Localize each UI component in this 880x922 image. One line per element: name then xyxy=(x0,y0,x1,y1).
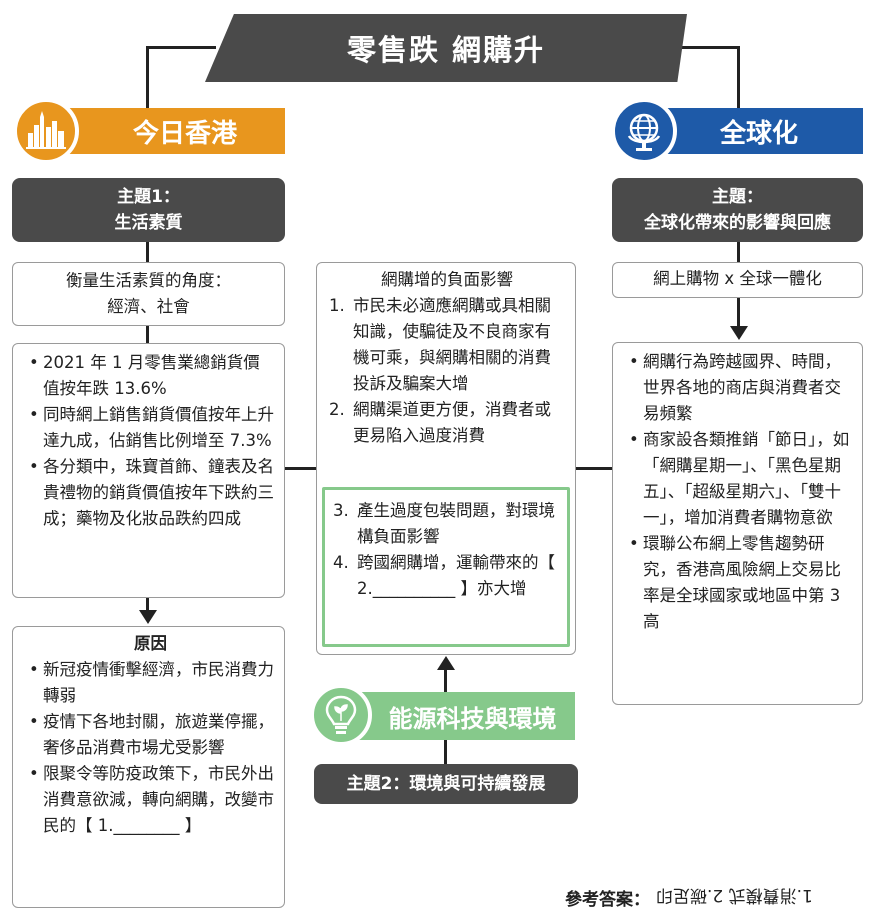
global-theme-line1: 主題： xyxy=(712,187,763,207)
answer-line: 參考答案： 1.消費模式 2.碳足印 xyxy=(565,885,875,911)
connector-right-vertical xyxy=(737,46,740,110)
hk-angle-box: 衡量生活素質的角度： 經濟、社會 xyxy=(12,262,285,326)
hk-theme-line1: 主題1： xyxy=(117,187,180,207)
connector-hk-theme-angle xyxy=(146,242,149,264)
item-number: 1. xyxy=(329,296,345,315)
env-header: 能源科技與環境 xyxy=(340,692,575,740)
connector-gl-theme-sub xyxy=(737,242,740,264)
global-theme-box: 主題： 全球化帶來的影響與回應 xyxy=(612,178,863,242)
answer-label: 參考答案： xyxy=(565,890,650,910)
global-sub-label: 網上購物 x 全球一體化 xyxy=(653,269,822,288)
env-header-label: 能源科技與環境 xyxy=(388,704,557,733)
item-text: 產生過度包裝問題，對環境構負面影響 xyxy=(357,501,555,546)
hk-header-label: 今日香港 xyxy=(132,118,237,149)
global-sub-box: 網上購物 x 全球一體化 xyxy=(612,262,863,298)
global-header-label: 全球化 xyxy=(719,118,798,149)
connector-gl-sub-facts xyxy=(737,298,740,328)
hk-facts-box: 2021 年 1 月零售業總銷貨價值按年跌 13.6% 同時網上銷售銷貨價值按年… xyxy=(12,343,285,598)
global-facts-box: 網購行為跨越國界、時間，世界各地的商店與消費者交易頻繁 商家設各類推銷「節日」，… xyxy=(612,342,863,705)
hk-angle-line2: 經濟、社會 xyxy=(107,297,190,316)
hk-header: 今日香港 xyxy=(55,108,285,154)
item-number: 2. xyxy=(329,400,345,419)
connector-center-to-gl xyxy=(575,467,617,470)
answer-text-upside-down: 1.消費模式 2.碳足印 xyxy=(655,885,813,905)
list-item: 新冠疫情衝擊經濟，市民消費力轉弱 xyxy=(27,657,274,709)
list-item: 3. 產生過度包裝問題，對環境構負面影響 xyxy=(333,498,557,550)
arrow-to-center xyxy=(437,656,455,670)
center-title: 網購增的負面影響 xyxy=(381,270,513,289)
arrow-to-global-facts xyxy=(730,326,748,340)
page-title: 零售跌 網購升 xyxy=(346,33,546,67)
hk-reasons-box: 原因 新冠疫情衝擊經濟，市民消費力轉弱 疫情下各地封關，旅遊業停擺，奢侈品消費市… xyxy=(12,626,285,908)
list-item: 2. 網購渠道更方便，消費者或更易陷入過度消費 xyxy=(329,397,565,449)
list-item: 環聯公布網上零售趨勢研究，香港高風險網上交易比率是全球國家或地區中第 3 高 xyxy=(627,531,852,635)
item-text: 市民未必適應網購或具相關知識，使騙徒及不良商家有機可乘，與網購相關的消費投訴及騙… xyxy=(353,296,551,393)
connector-left-horizontal xyxy=(146,46,216,49)
list-item: 各分類中，珠寶首飾、鐘表及名貴禮物的銷貨價值按年下跌約三成；藥物及化妝品跌約四成 xyxy=(27,454,274,532)
connector-hk-angle-facts xyxy=(146,326,149,344)
env-theme-box: 主題2：環境與可持續發展 xyxy=(314,764,578,804)
connector-hk-to-center xyxy=(285,467,317,470)
connector-left-vertical xyxy=(146,46,149,110)
list-item: 網購行為跨越國界、時間，世界各地的商店與消費者交易頻繁 xyxy=(627,349,852,427)
env-theme-label: 主題2：環境與可持續發展 xyxy=(346,774,546,794)
item-text: 跨國網購增，運輸帶來的【 2.__________ 】亦大增 xyxy=(357,553,555,598)
list-item: 1. 市民未必適應網購或具相關知識，使騙徒及不良商家有機可乘，與網購相關的消費投… xyxy=(329,293,565,397)
hk-theme-box: 主題1： 生活素質 xyxy=(12,178,285,242)
item-number: 3. xyxy=(333,501,349,520)
connector-hk-facts-reasons xyxy=(146,598,149,612)
list-item: 4. 跨國網購增，運輸帶來的【 2.__________ 】亦大增 xyxy=(333,550,557,602)
reasons-title: 原因 xyxy=(134,634,167,653)
title-banner: 零售跌 網購升 xyxy=(205,14,687,82)
list-item: 疫情下各地封關，旅遊業停擺，奢侈品消費市場尤受影響 xyxy=(27,709,274,761)
item-number: 4. xyxy=(333,553,349,572)
arrow-to-reasons xyxy=(139,610,157,624)
env-impact-box: 3. 產生過度包裝問題，對環境構負面影響 4. 跨國網購增，運輸帶來的【 2._… xyxy=(322,487,570,647)
city-skyline-icon xyxy=(13,98,79,164)
global-theme-line2: 全球化帶來的影響與回應 xyxy=(644,213,831,233)
lightbulb-leaf-icon xyxy=(310,684,372,746)
list-item: 同時網上銷售銷貨價值按年上升達九成，佔銷售比例增至 7.3% xyxy=(27,402,274,454)
connector-right-horizontal xyxy=(680,46,740,49)
globe-icon xyxy=(611,98,677,164)
list-item: 限聚令等防疫政策下，市民外出消費意欲減，轉向網購，改變市民的【 1.______… xyxy=(27,761,274,839)
list-item: 2021 年 1 月零售業總銷貨價值按年跌 13.6% xyxy=(27,350,274,402)
hk-angle-line1: 衡量生活素質的角度： xyxy=(66,271,231,290)
item-text: 網購渠道更方便，消費者或更易陷入過度消費 xyxy=(353,400,551,445)
list-item: 商家設各類推銷「節日」，如「網購星期一」、「黑色星期五」、「超級星期六」、「雙十… xyxy=(627,427,852,531)
hk-theme-line2: 生活素質 xyxy=(114,213,183,233)
